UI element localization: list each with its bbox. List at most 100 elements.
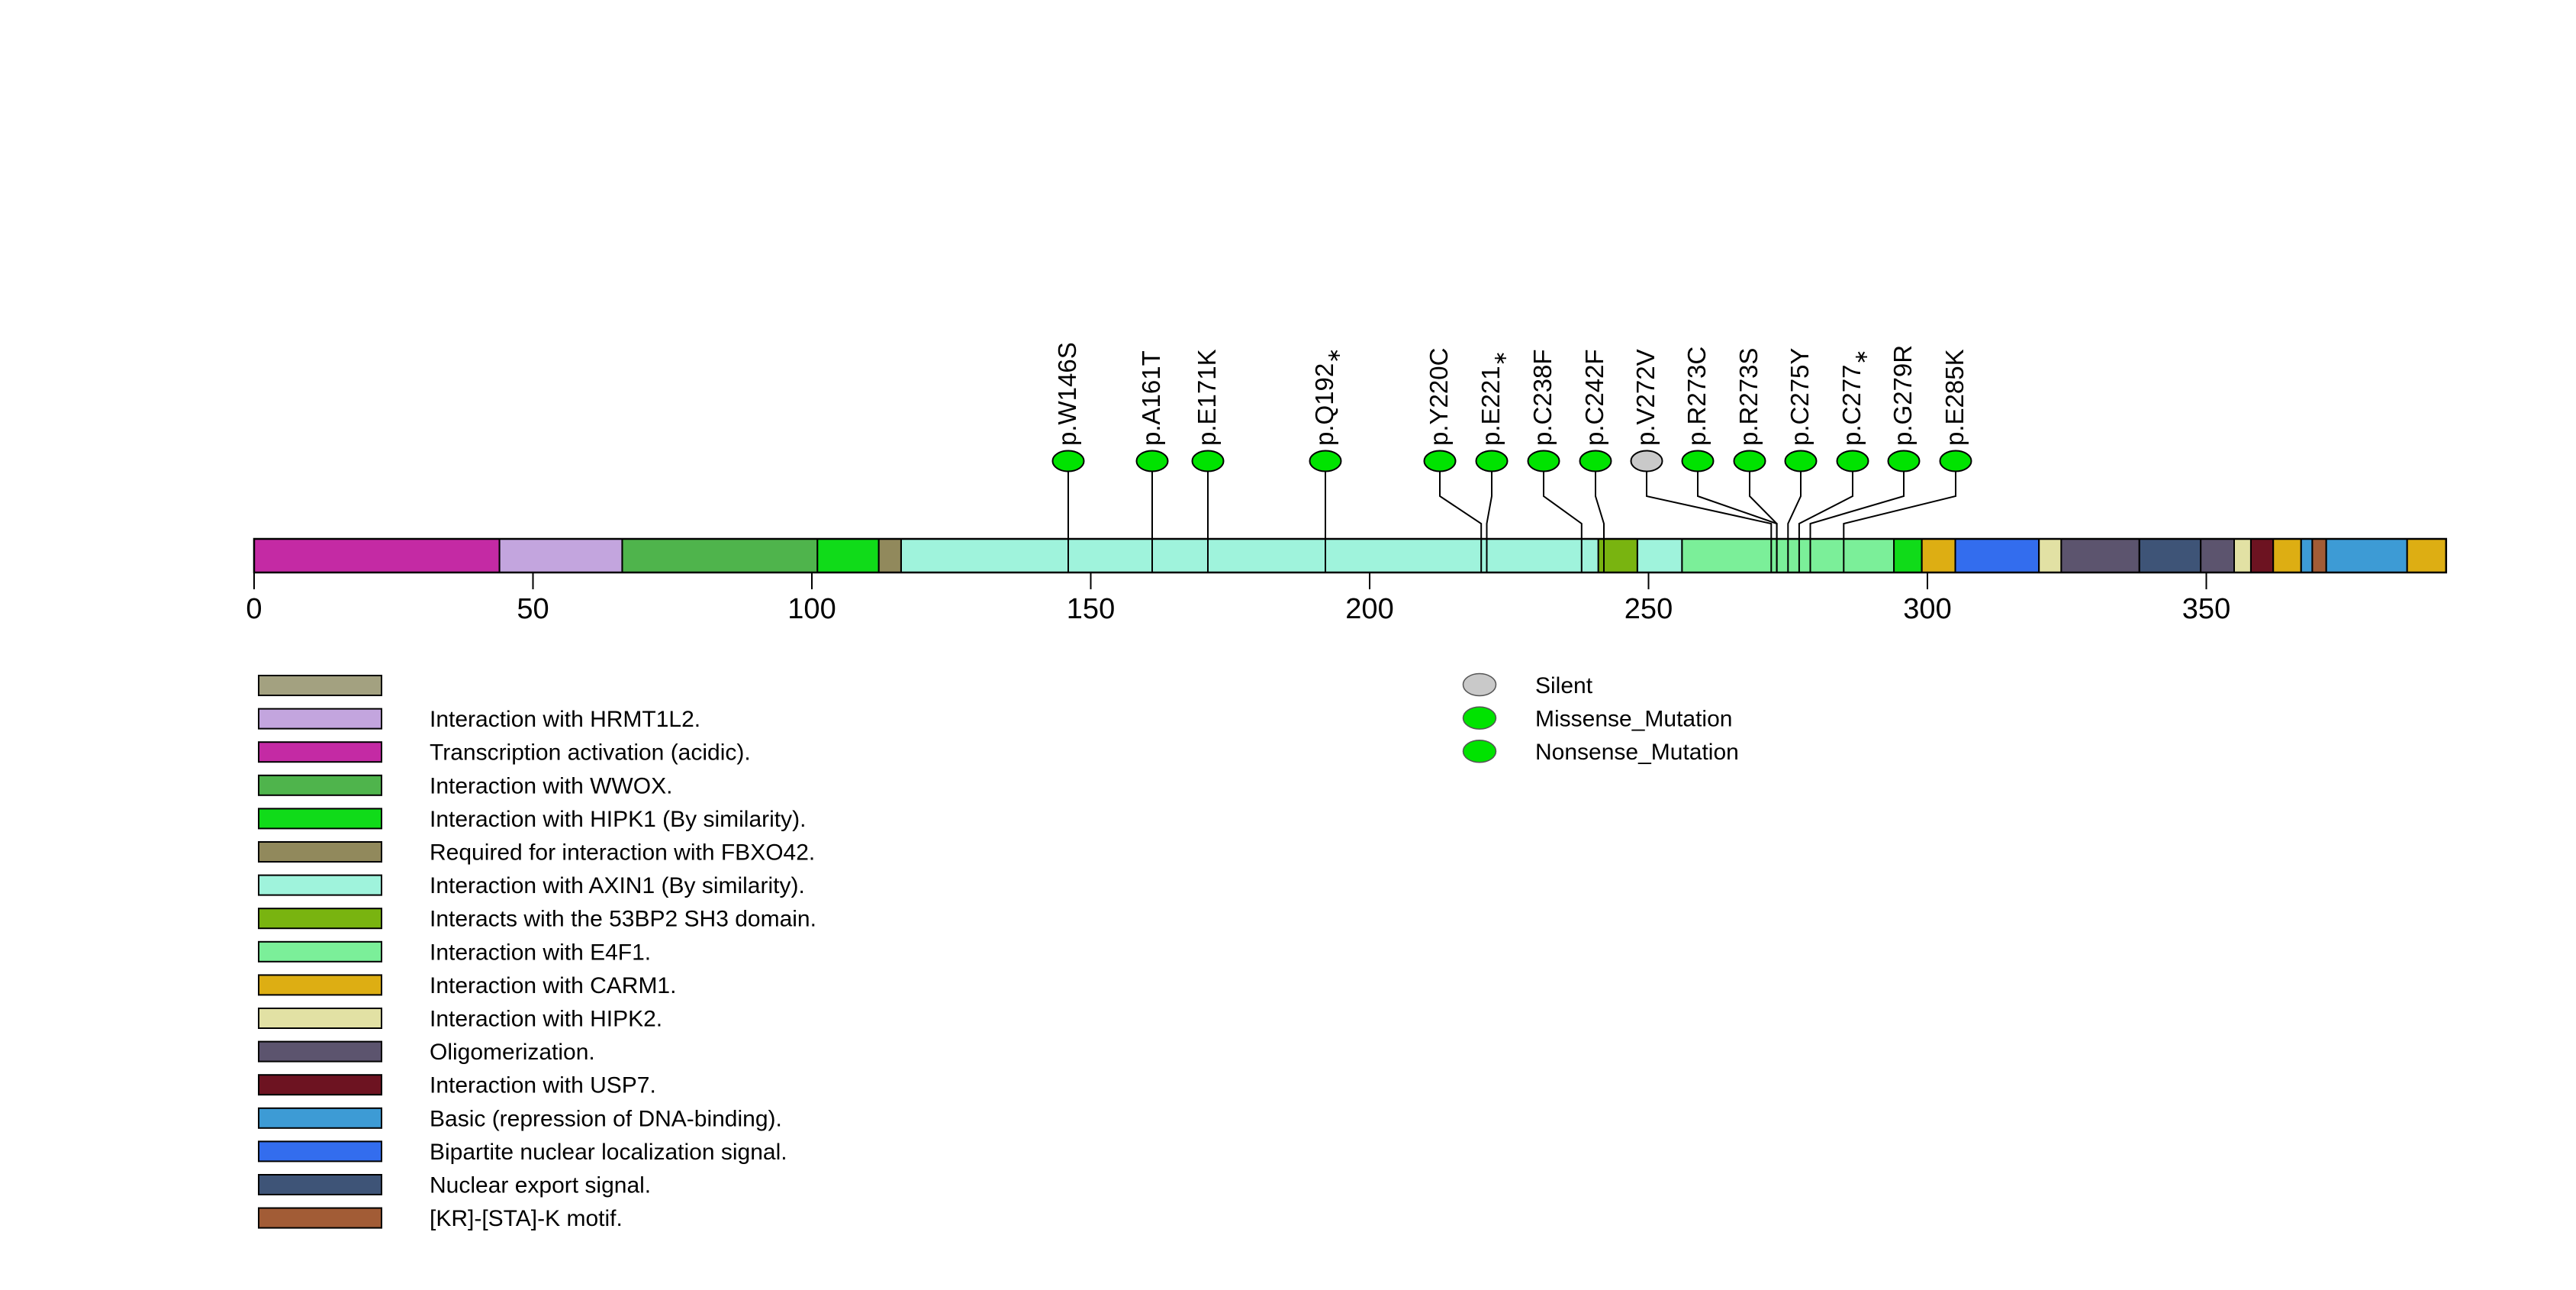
mutation-label: p.R273S <box>1734 348 1763 446</box>
domain-legend-swatch <box>258 708 382 730</box>
lollipop-stem <box>1646 471 1773 572</box>
mutation-legend-marker <box>1462 706 1497 730</box>
domain-legend-swatch <box>258 974 382 996</box>
lollipop-stem <box>1486 471 1492 572</box>
domain-segment <box>1636 538 1683 573</box>
mutation-label: p.E285K <box>1940 349 1969 446</box>
lollipop-stem <box>1595 471 1605 572</box>
domain-legend-swatch <box>258 675 382 696</box>
mutation-legend-label: Missense_Mutation <box>1535 707 1732 732</box>
lollipop-marker <box>1191 450 1225 472</box>
domain-segment <box>1893 538 1923 573</box>
mutation-legend-marker <box>1462 672 1497 697</box>
domain-legend-label: Nuclear export signal. <box>430 1173 651 1198</box>
domain-legend-swatch <box>258 1040 382 1063</box>
mutation-label: p.Q192∗ <box>1310 348 1344 446</box>
domain-legend-label: Interaction with WWOX. <box>430 773 672 798</box>
mutation-legend-label: Silent <box>1535 673 1593 698</box>
domain-legend-swatch <box>258 874 382 896</box>
domain-segment <box>877 538 902 573</box>
lollipop-marker <box>1051 450 1085 472</box>
mutation-legend-label: Nonsense_Mutation <box>1535 740 1739 765</box>
domain-legend-swatch <box>258 1140 382 1163</box>
lollipop-stem <box>1787 471 1802 572</box>
mutation-label: p.C277∗ <box>1837 349 1872 446</box>
axis-tick-label: 250 <box>1624 593 1673 625</box>
domain-segment <box>1921 538 1956 573</box>
mutation-label: p.C275Y <box>1785 348 1814 446</box>
domain-legend-label: Interaction with HIPK2. <box>430 1007 662 1032</box>
domain-segment <box>2250 538 2275 573</box>
axis-tick-label: 100 <box>787 593 836 625</box>
axis-tick-label: 350 <box>2182 593 2230 625</box>
domain-legend-label: Transcription activation (acidic). <box>430 740 751 766</box>
lollipop-marker <box>1630 450 1663 472</box>
lollipop-stem <box>1749 471 1778 572</box>
domain-legend-label: Interaction with HRMT1L2. <box>430 707 700 732</box>
domain-legend-swatch <box>258 841 382 863</box>
domain-legend-swatch <box>258 741 382 763</box>
protein-track-border <box>253 537 2448 574</box>
domain-legend-swatch <box>258 1174 382 1195</box>
mutation-label: p.C238F <box>1528 349 1557 446</box>
lollipop-stem <box>1843 471 1956 572</box>
domain-segment <box>2200 538 2236 573</box>
axis-tick-label: 0 <box>246 593 262 625</box>
axis-tick-label: 200 <box>1345 593 1393 625</box>
lollipop-stem <box>1798 471 1853 572</box>
domain-segment <box>2233 538 2252 573</box>
lollipop-stem <box>1809 471 1905 572</box>
mutation-label: p.A161T <box>1137 350 1165 446</box>
domain-legend-label: [KR]-[STA]-K motif. <box>430 1206 623 1231</box>
domain-legend-swatch <box>258 774 382 796</box>
lollipop-marker <box>1784 450 1818 472</box>
domain-legend-swatch <box>258 1107 382 1129</box>
domain-legend-swatch <box>258 908 382 930</box>
axis-tick-label: 50 <box>517 593 549 625</box>
domain-legend-label: Required for interaction with FBXO42. <box>430 840 815 866</box>
mutation-legend-marker <box>1462 739 1497 763</box>
mutation-label: p.G279R <box>1889 345 1917 446</box>
mutation-label: p.R273C <box>1682 347 1711 446</box>
lollipop-stem <box>1439 471 1483 572</box>
lollipop-marker <box>1135 450 1169 472</box>
domain-legend-label: Interaction with E4F1. <box>430 940 651 965</box>
domain-segment <box>900 538 1599 573</box>
mutation-label: p.W146S <box>1053 342 1081 446</box>
domain-legend-swatch <box>258 808 382 830</box>
domain-legend-label: Bipartite nuclear localization signal. <box>430 1140 787 1165</box>
lollipop-marker <box>1423 450 1457 472</box>
domain-segment <box>2311 538 2327 573</box>
domain-segment <box>498 538 623 573</box>
mutation-label: p.C242F <box>1580 349 1608 446</box>
axis-tick-label: 150 <box>1067 593 1115 625</box>
lollipop-marker <box>1836 450 1869 472</box>
domain-legend-label: Interaction with HIPK1 (By similarity). <box>430 807 806 832</box>
domain-legend-label: Interaction with CARM1. <box>430 973 676 998</box>
domain-segment <box>2325 538 2408 573</box>
domain-segment <box>816 538 880 573</box>
lollipop-marker <box>1733 450 1766 472</box>
mutation-label: p.E221∗ <box>1476 350 1511 446</box>
domain-segment <box>2138 538 2202 573</box>
domain-segment <box>2060 538 2140 573</box>
domain-segment <box>1954 538 2040 573</box>
lollipop-marker <box>1939 450 1972 472</box>
domain-legend-swatch <box>258 940 382 963</box>
mutation-label: p.Y220C <box>1425 348 1453 446</box>
domain-segment <box>253 538 501 573</box>
domain-segment <box>2406 538 2447 573</box>
mutation-label: p.V272V <box>1631 349 1660 446</box>
domain-legend-swatch <box>258 1008 382 1029</box>
lollipop-marker <box>1887 450 1921 472</box>
domain-segment <box>2038 538 2062 573</box>
lollipop-marker <box>1579 450 1612 472</box>
lollipop-marker <box>1309 450 1342 472</box>
domain-segment <box>621 538 819 573</box>
domain-segment <box>2272 538 2302 573</box>
lollipop-marker <box>1527 450 1560 472</box>
domain-legend-label: Oligomerization. <box>430 1040 595 1065</box>
domain-legend-label: Basic (repression of DNA-binding). <box>430 1106 782 1131</box>
